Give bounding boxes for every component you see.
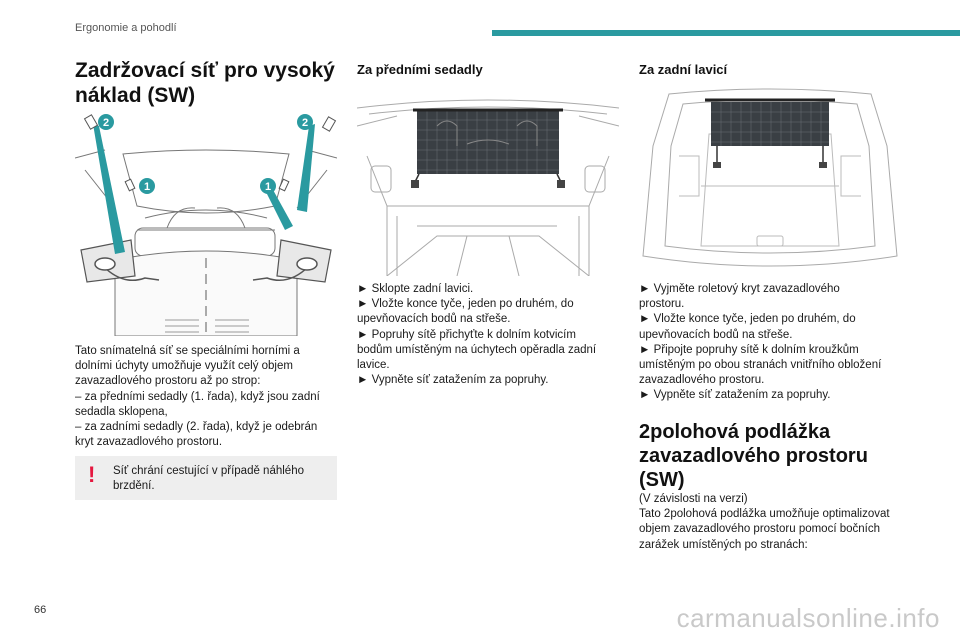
col3-section: 2polohová podlážka zavazadlového prostor… xyxy=(639,420,901,492)
col3-section-body: (V závislosti na verzi) Tato 2polohová p… xyxy=(639,492,901,553)
warning-box: ! Síť chrání cestující v případě náhlého… xyxy=(75,456,337,500)
header-accent-bar xyxy=(492,30,960,36)
net-description: Tato snímatelná síť se speciálními horní… xyxy=(75,345,320,449)
column-1: Zadržovací síť pro vysoký náklad (SW) xyxy=(75,58,337,108)
col3-body: ► Vyjměte roletový kryt zavazadlového pr… xyxy=(639,282,901,404)
figure-net-anchor-points: 2 2 1 1 xyxy=(75,114,337,336)
heading-rear-bench: Za zadní lavicí xyxy=(639,62,728,77)
section-title-floor: 2polohová podlážka zavazadlového prostor… xyxy=(639,421,868,491)
figure-behind-rear-bench xyxy=(642,88,898,267)
page-title: Zadržovací síť pro vysoký náklad (SW) xyxy=(75,59,335,107)
heading-front-seats: Za předními sedadly xyxy=(357,62,483,77)
front-seats-instructions: ► Sklopte zadní lavici. ► Vložte konce t… xyxy=(357,283,597,387)
svg-text:1: 1 xyxy=(265,181,271,193)
page-number: 66 xyxy=(34,604,47,616)
figure-behind-front-seats xyxy=(357,99,619,276)
svg-text:1: 1 xyxy=(144,181,150,193)
warning-text: Síť chrání cestující v případě náhlého b… xyxy=(113,465,304,492)
rear-bench-instructions: ► Vyjměte roletový kryt zavazadlového pr… xyxy=(639,283,882,402)
callout-2-left: 2 xyxy=(98,114,114,130)
col2-body: ► Sklopte zadní lavici. ► Vložte konce t… xyxy=(357,282,619,388)
warning-icon: ! xyxy=(88,462,96,487)
column-3: Za zadní lavicí xyxy=(639,62,901,77)
svg-text:2: 2 xyxy=(103,117,109,129)
column-2: Za předními sedadly xyxy=(357,62,619,77)
section-header: Ergonomie a pohodlí xyxy=(75,22,177,34)
callout-1-left: 1 xyxy=(139,178,155,194)
callout-2-right: 2 xyxy=(297,114,313,130)
callout-1-right: 1 xyxy=(260,178,276,194)
watermark: carmanualsonline.info xyxy=(676,603,940,633)
floor-description: (V závislosti na verzi) Tato 2polohová p… xyxy=(639,493,890,551)
col1-body: Tato snímatelná síť se speciálními horní… xyxy=(75,344,337,450)
svg-text:2: 2 xyxy=(302,117,308,129)
